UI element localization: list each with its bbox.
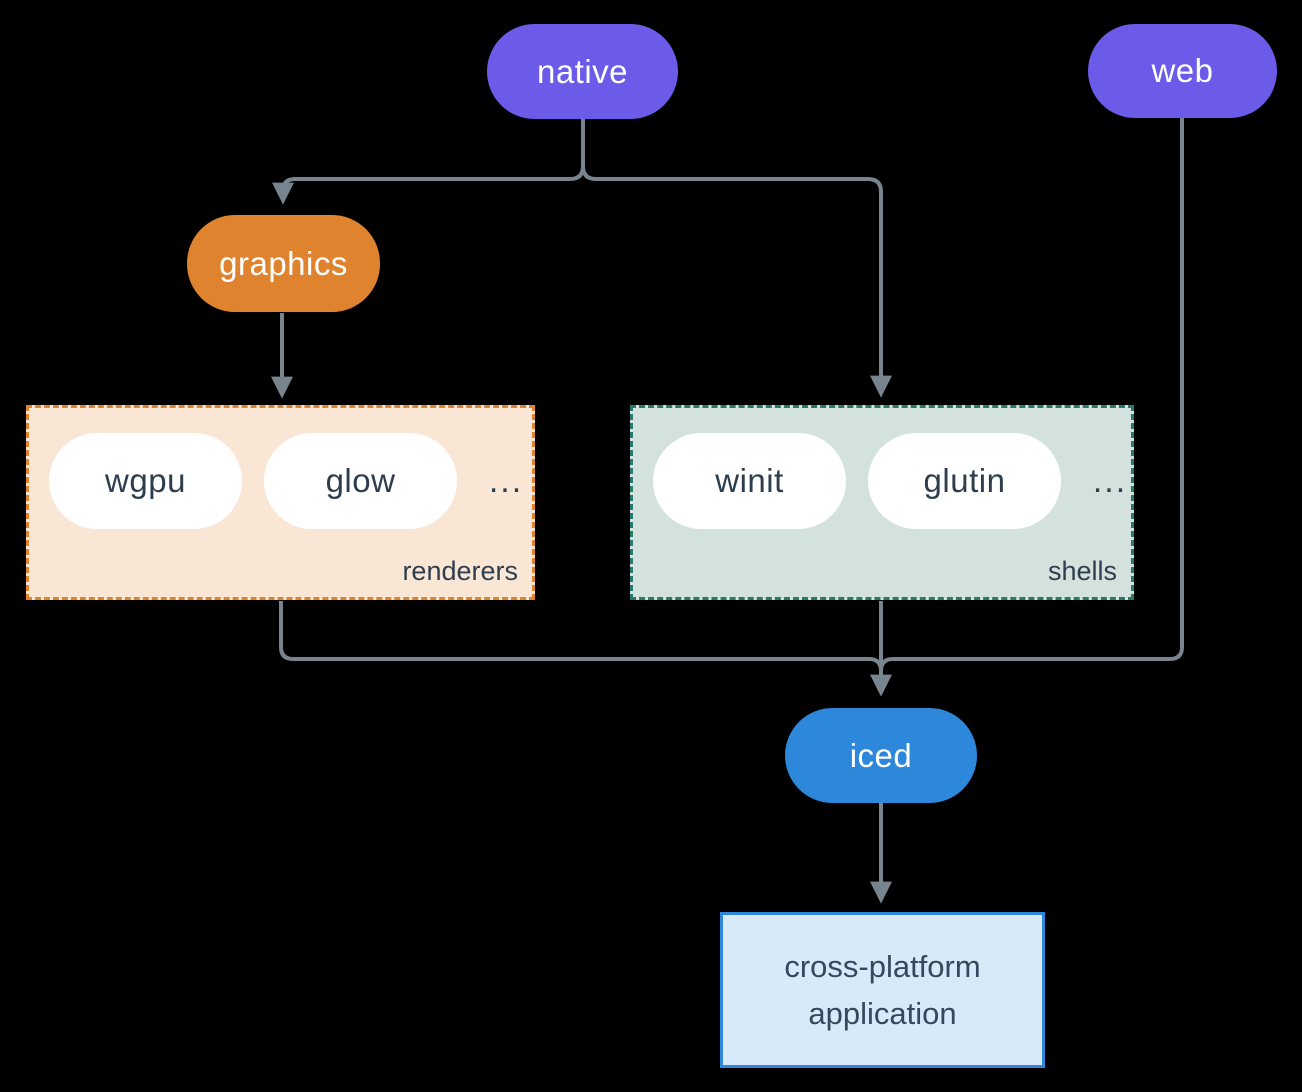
edge-native-graphics [272, 119, 585, 205]
node-winit: winit [653, 433, 846, 529]
node-native-label: native [536, 52, 629, 90]
node-wgpu: wgpu [49, 433, 242, 529]
renderers-ellipsis: ... [488, 461, 524, 500]
node-glow-label: glow [325, 462, 396, 499]
application-label-line1: cross-platform [784, 949, 981, 984]
application-label-line2: application [808, 996, 957, 1031]
node-web: web [1088, 24, 1277, 118]
node-glutin: glutin [868, 433, 1061, 529]
node-native: native [487, 24, 678, 119]
renderers-group-label: renderers [402, 556, 518, 586]
node-graphics-label: graphics [219, 244, 348, 282]
edge-native-shells [581, 119, 892, 398]
edge-renderers-iced [279, 601, 883, 672]
node-web-label: web [1151, 52, 1214, 89]
node-graphics: graphics [187, 215, 380, 312]
node-glow: glow [264, 433, 457, 529]
node-glutin-label: glutin [923, 462, 1006, 499]
group-shells: winit glutin ... shells [630, 405, 1134, 600]
node-cross-platform-application: cross-platform application [720, 912, 1045, 1068]
node-iced-label: iced [849, 736, 913, 774]
group-renderers: wgpu glow ... renderers [26, 405, 535, 600]
shells-group-label: shells [1047, 556, 1117, 586]
node-winit-label: winit [715, 462, 784, 499]
node-wgpu-label: wgpu [105, 462, 186, 499]
shells-ellipsis: ... [1092, 461, 1128, 500]
node-iced: iced [785, 708, 977, 803]
